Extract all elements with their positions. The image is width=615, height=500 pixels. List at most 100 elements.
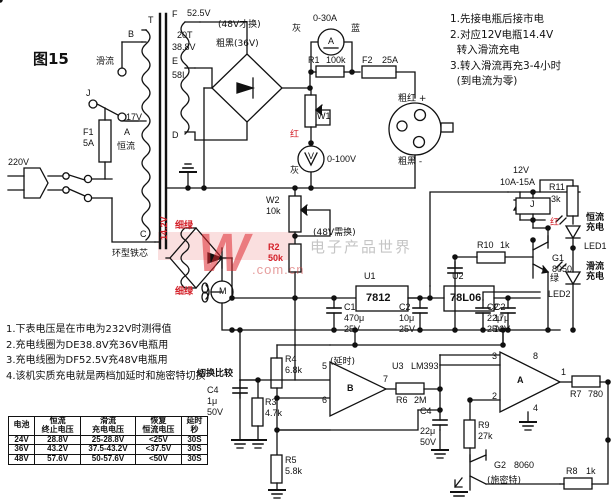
opamp-pin5-label: 5 [322, 361, 328, 371]
r1-value-label: 100k [326, 55, 346, 65]
u2-part-label: 78L06 [450, 292, 482, 304]
r5-label: R5 [285, 455, 297, 465]
voltmeter-red-wire-label: 红 [290, 130, 300, 140]
th-battery: 电池 [7, 416, 36, 436]
g1-label: G1 [552, 253, 565, 263]
c2b-value-label: 22μ [487, 313, 503, 323]
tap-t-label: T [148, 15, 154, 25]
u3-label: U3 [392, 361, 404, 371]
charging-spec-table: 电池 恒流 终止电压 滑流 充电电压 恢复 恒流电压 延时 秒 24V 28.8… [7, 416, 209, 465]
figure-title: 图15 [33, 50, 69, 68]
thick-black-36v-label: 粗黑(36V) [216, 39, 259, 49]
connector-negative-label: 粗黑 - [398, 157, 423, 167]
u2-label: U2 [452, 271, 464, 281]
r3-label: R3 [265, 397, 277, 407]
toroidal-core-label: 环型铁芯 [112, 249, 149, 259]
led1-color-label: 红 [550, 218, 560, 228]
g2-part-label: 8060 [514, 460, 535, 470]
r4-label: R4 [285, 354, 297, 364]
c1-voltage-label: 25V [344, 324, 361, 334]
ammeter-range-label: 0-30A [313, 13, 338, 23]
relay-contact-label: J [86, 88, 91, 98]
tap-c-label: C [140, 229, 147, 239]
r2-label: R2 [268, 242, 280, 252]
voltmeter-range-label: 0-100V [327, 154, 357, 164]
r10-value-label: 1k [500, 240, 510, 250]
w2-value-label: 10k [266, 206, 281, 216]
relay-coil-label: J [530, 199, 535, 209]
cell-float: 50-57.6V [80, 454, 136, 465]
watermark-tint-right [216, 232, 294, 260]
led2-text-label: 滑流充电 [586, 262, 605, 283]
c4a-value-label: 1μ [207, 396, 218, 406]
thin-green-top-label: 细绿 [175, 221, 194, 231]
notes-right: 1.先接电瓶后接市电 2.对应12V电瓶14.4V 转入滑流充电 3.转入滑流再… [450, 13, 562, 88]
opamp-pin6-label: 6 [322, 395, 328, 405]
th-float-voltage: 滑流 充电电压 [80, 416, 136, 436]
table-row: 48V 57.6V 50-57.6V <50V 30S [7, 454, 209, 465]
r6-label: R6 [396, 395, 408, 405]
f-voltage-label: 52.5V [187, 8, 211, 18]
r9-value-label: 27k [478, 431, 493, 441]
swap-for-48v-note: (48V才换) [218, 20, 261, 30]
aux-winding-voltage: 14.2V [159, 216, 169, 240]
w2-label: W2 [266, 195, 280, 205]
turns-58-label: 58I [172, 70, 185, 80]
c2a-voltage-label: 25V [399, 324, 416, 334]
th-delay-sec: 延时 秒 [180, 416, 209, 436]
switch-compare-label: 切换比较 [197, 369, 234, 379]
tap-b-label: B [128, 29, 135, 39]
c1-label: C1 [344, 302, 356, 312]
voltmeter-symbol: V [308, 151, 315, 161]
ammeter-symbol: A [328, 36, 335, 46]
opamp-pin8-label: 8 [533, 351, 539, 361]
connector-positive-label: 粗红 + [398, 94, 427, 104]
r8-value-label: 1k [586, 466, 596, 476]
c4a-label: C4 [207, 385, 219, 395]
r4-value-label: 6.8k [285, 365, 303, 375]
c2a-value-label: 10μ [399, 313, 415, 323]
g2-label: G2 [494, 460, 507, 470]
cell-battery: 48V [7, 454, 36, 465]
relay-current-label: 10A-15A [500, 177, 536, 187]
f2-label: F2 [362, 55, 373, 65]
u3-part-label: LM393 [411, 361, 439, 371]
th-cc-end-voltage: 恒流 终止电压 [34, 416, 82, 436]
w1-label: W1 [317, 111, 331, 121]
tap-a-voltage-label: 17V [126, 112, 143, 122]
c4b-value-label: 22μ [420, 426, 436, 436]
thin-green-bottom-label: 细绿 [175, 287, 194, 297]
r11-value-label: 3k [551, 194, 561, 204]
r5-value-label: 5.8k [285, 466, 303, 476]
motor-label: M [219, 286, 227, 296]
r8-label: R8 [566, 466, 578, 476]
r11-label: R11 [549, 182, 565, 192]
ammeter-gray-wire-label: 灰 [292, 24, 302, 34]
g1-part-label: 8050 [552, 264, 573, 274]
opamp-pin3-label: 3 [492, 351, 498, 361]
cell-cc-end: 57.6V [34, 454, 82, 465]
r1-label: R1 [308, 55, 320, 65]
c4b-label: C4 [420, 406, 432, 416]
ammeter-blue-wire-label: 蓝 [351, 24, 361, 34]
led1-name-label: LED1 [584, 241, 607, 251]
fuse1-rating-label: 5A [83, 138, 95, 148]
opamp-pin2-label: 2 [492, 391, 498, 401]
tap-f-label: F [172, 9, 178, 19]
c2c-label-2: C2 [494, 302, 506, 312]
r6-value-label: 2M [414, 395, 427, 405]
cell-delay: 30S [180, 454, 209, 465]
opamp-stage-b-label: B [347, 383, 354, 393]
r7-value-label: 780 [588, 389, 604, 399]
constant-current-label: 恒流 [117, 142, 136, 152]
th-recover-voltage: 恢复 恒流电压 [134, 416, 182, 436]
c2c-voltage-label: 16V [494, 324, 511, 334]
r2-value-label: 50k [268, 253, 284, 263]
c2b-label: C2 [487, 302, 499, 312]
watermark-tint-left [158, 232, 216, 260]
u1-label: U1 [364, 271, 376, 281]
voltmeter-gray-wire-label: 灰 [290, 166, 300, 176]
r3-value-label: 4.7k [265, 408, 283, 418]
